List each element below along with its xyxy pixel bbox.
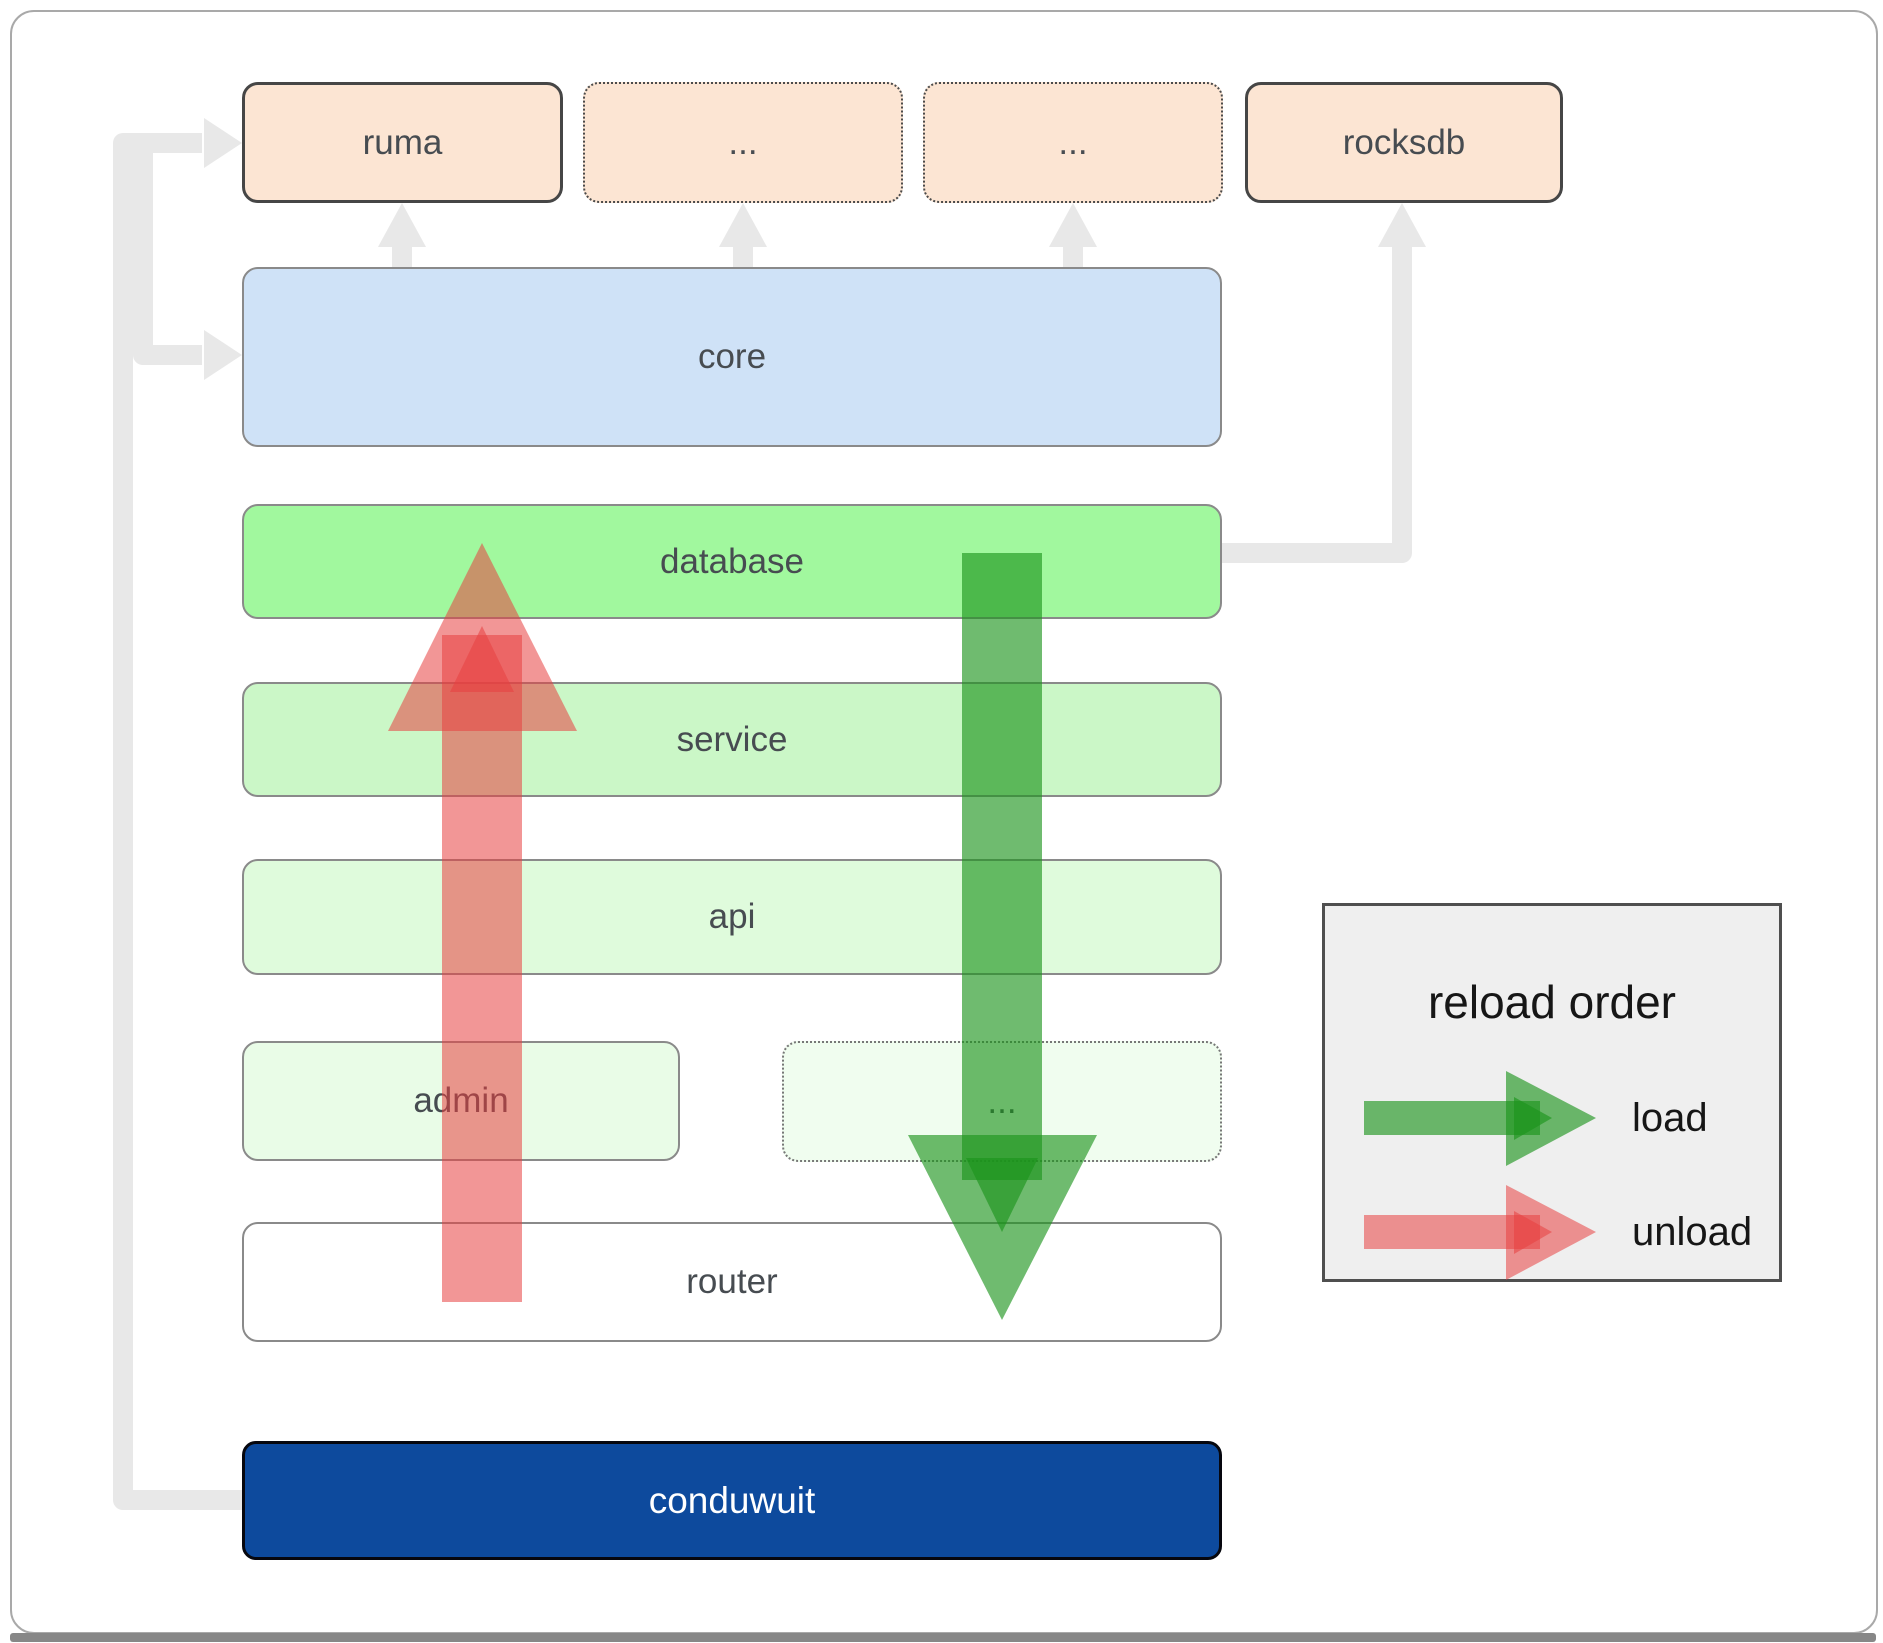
node-core: core [242,267,1222,447]
node-admin: admin [242,1041,680,1161]
node-ruma: ruma [242,82,563,203]
legend-label-unload: unload [1632,1209,1753,1254]
legend-title: reload order [1427,976,1677,1028]
frame-bottom-edge [10,1633,1876,1642]
node-ellipsis-1: ... [583,82,903,203]
node-conduwuit: conduwuit [242,1441,1222,1560]
node-ellipsis-2: ... [923,82,1223,203]
node-router: router [242,1222,1222,1342]
outer-frame [10,10,1878,1634]
legend-label-load: load [1632,1095,1708,1140]
node-rocksdb: rocksdb [1245,82,1563,203]
node-ellipsis-3: ... [782,1041,1222,1162]
node-api: api [242,859,1222,975]
node-database: database [242,504,1222,619]
node-service: service [242,682,1222,797]
